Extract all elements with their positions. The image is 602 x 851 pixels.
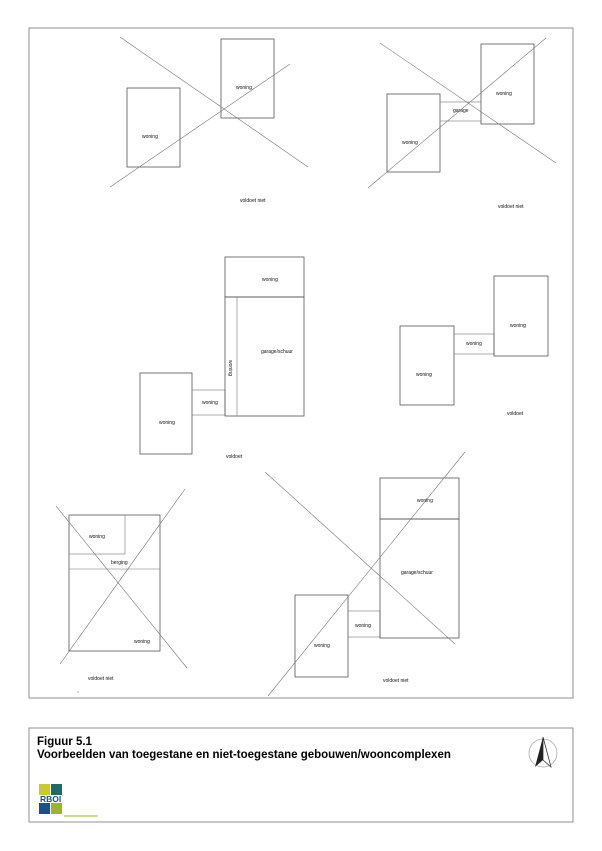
building-woning xyxy=(126,87,181,168)
logo-square xyxy=(39,784,50,795)
label-garage-schuur: garage/schuur xyxy=(261,349,293,355)
strike-line xyxy=(267,451,466,697)
logo-square xyxy=(39,803,50,814)
rboi-logo: RBOI xyxy=(39,784,98,817)
verdict-note: voldoet xyxy=(226,454,243,460)
label-woning: woning xyxy=(202,400,218,406)
label-woning: woning xyxy=(402,140,418,146)
strike-line xyxy=(367,37,547,189)
building-woning-small xyxy=(68,514,126,555)
strike-line xyxy=(109,63,291,188)
label-woning: woning xyxy=(416,372,432,378)
label-woning: woning xyxy=(262,277,278,283)
logo-square xyxy=(51,784,62,795)
building-garage-schuur xyxy=(224,296,305,417)
figure-number: Figuur 5.1 xyxy=(37,736,93,748)
example-5: woning berging woning voldoet niet xyxy=(55,488,188,693)
label-woning: woning xyxy=(142,134,158,140)
caption-frame xyxy=(28,727,574,823)
building-woning xyxy=(139,372,193,455)
building-woning xyxy=(220,38,275,119)
label-woning: woning xyxy=(417,498,433,504)
label-woning: woning xyxy=(314,643,330,649)
verdict-note: voldoet niet xyxy=(383,678,409,684)
logo-square xyxy=(51,803,62,814)
figure-title: Voorbeelden van toegestane en niet-toege… xyxy=(37,749,451,761)
example-2: woning woning garage voldoet niet xyxy=(367,37,557,210)
building-garage xyxy=(439,101,482,122)
label-woning: woning xyxy=(355,623,371,629)
strike-line xyxy=(264,471,456,645)
building-garage-schuur xyxy=(379,518,460,639)
label-woning: woning xyxy=(496,91,512,97)
strike-line xyxy=(55,505,188,669)
building-woning xyxy=(399,325,455,406)
label-woning: woning xyxy=(466,341,482,347)
strike-line xyxy=(379,42,557,164)
label-woning: woning xyxy=(134,639,150,645)
building-woning xyxy=(294,594,349,678)
example-6: woning woning woning garage/schuur voldo… xyxy=(264,451,466,697)
verdict-note: voldoet niet xyxy=(240,198,266,204)
label-garage: garage xyxy=(453,108,469,114)
label-woning: woning xyxy=(236,85,252,91)
building-woning xyxy=(480,43,535,125)
drawing-frame xyxy=(28,27,574,699)
label-woning: woning xyxy=(159,420,175,426)
building-woning xyxy=(386,93,441,173)
verdict-note: voldoet niet xyxy=(498,204,524,210)
label-woning: woning xyxy=(89,534,105,540)
strike-line xyxy=(59,488,186,665)
label-berging: berging xyxy=(111,560,128,566)
building-woning xyxy=(68,514,161,652)
dot-mark xyxy=(77,691,79,693)
verdict-note: voldoet xyxy=(507,411,524,417)
example-4: woning woning woning voldoet xyxy=(399,275,549,417)
strike-line xyxy=(119,36,309,168)
example-1: woning woning voldoet niet xyxy=(109,36,309,204)
label-garage-schuur: garage/schuur xyxy=(401,570,433,576)
label-woning-vertical: woning xyxy=(227,360,233,376)
logo-text: RBOI xyxy=(40,794,61,804)
building-woning xyxy=(493,275,549,357)
verdict-note: voldoet niet xyxy=(88,676,114,682)
example-3: woning woning woning garage/schuur wonin… xyxy=(139,256,305,460)
north-arrow-icon xyxy=(528,736,558,769)
label-woning: woning xyxy=(510,323,526,329)
